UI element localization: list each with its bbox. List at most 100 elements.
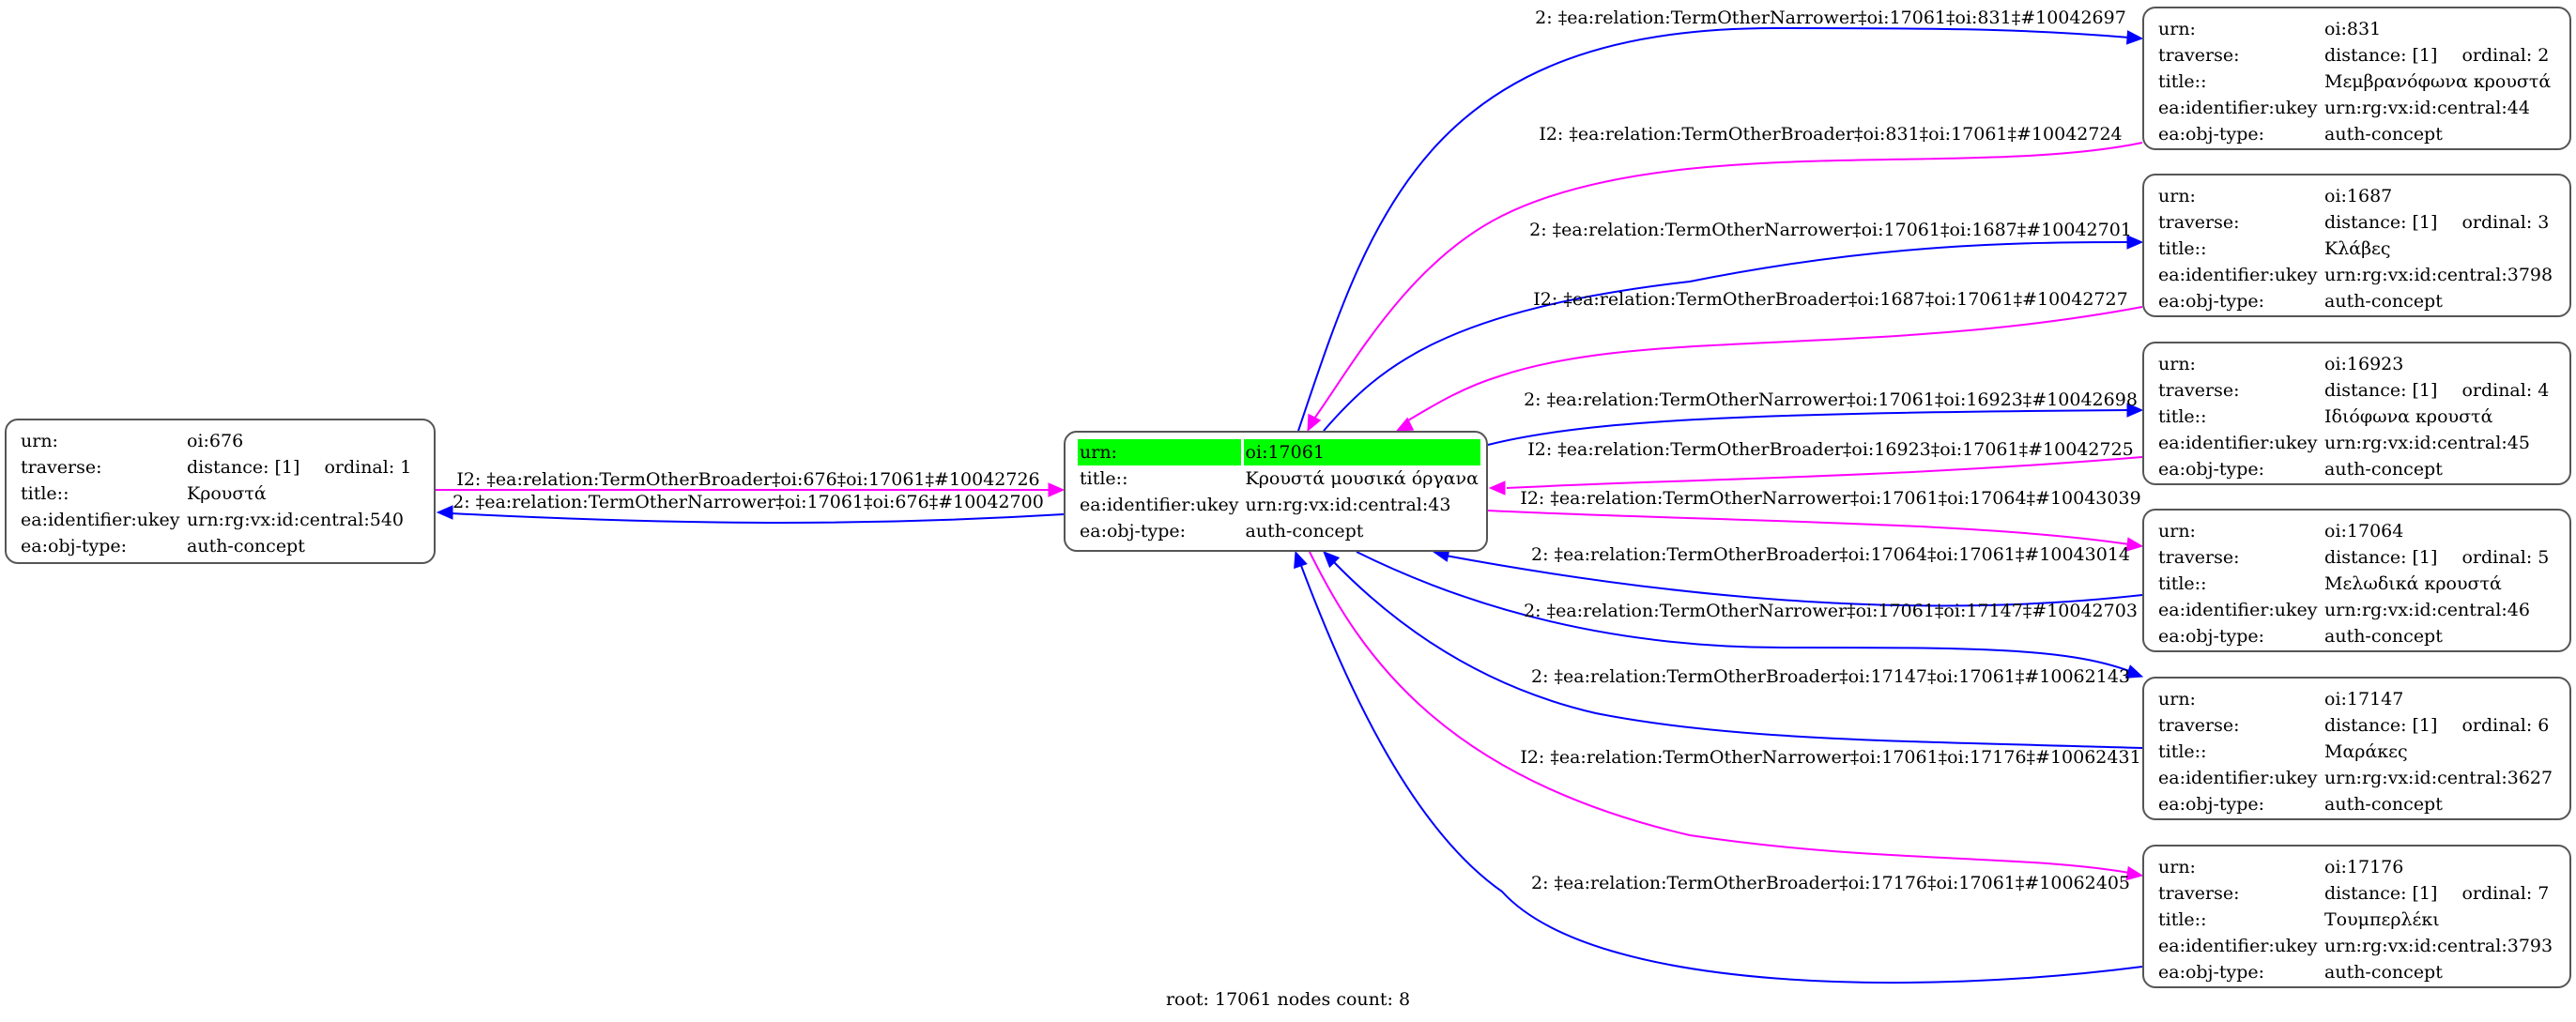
title-value: Μαράκες xyxy=(2324,741,2408,762)
urn-value: oi:676 xyxy=(187,431,244,451)
edge-label: I2: ‡ea:relation:TermOtherBroader‡oi:831… xyxy=(1539,124,2123,145)
row-key: traverse: xyxy=(2158,547,2240,568)
edge-label: I2: ‡ea:relation:TermOtherNarrower‡oi:17… xyxy=(1520,488,2141,509)
arrowhead-icon xyxy=(2124,664,2144,679)
row-key: urn: xyxy=(2158,354,2196,374)
row-key: ea:identifier:ukey xyxy=(2158,600,2318,620)
row-value: auth-concept xyxy=(1245,521,1364,542)
row-key: ea:identifier:ukey xyxy=(2158,265,2318,285)
ukey-value: urn:rg:vx:id:central:3627 xyxy=(2324,768,2553,788)
title-value: Μελωδικά κρουστά xyxy=(2324,573,2502,594)
row-key: urn: xyxy=(2158,857,2196,877)
root-urn-row: urn: oi:17061 xyxy=(1078,439,1480,465)
objtype-value: auth-concept xyxy=(2324,124,2443,145)
root-node[interactable]: urn: oi:17061 title:: Κρουστά μουσικά όρ… xyxy=(1064,431,1488,552)
ukey-value: urn:rg:vx:id:central:3793 xyxy=(2324,936,2553,956)
concept-node-676[interactable]: urn: oi:676 traverse: distance: [1] ordinal:… xyxy=(5,419,436,564)
edge-17176-to-17061 xyxy=(1299,562,2143,984)
title-value: Μεμβρανόφωνα κρουστά xyxy=(2324,71,2552,92)
edge-17064-to-17061 xyxy=(1445,555,2143,607)
traverse-value: distance: [1]ordinal: 2 xyxy=(2323,42,2553,69)
traverse-row: traverse: distance: [1]ordinal: 3 xyxy=(2156,209,2554,236)
edge-17147-to-17061 xyxy=(1332,560,2143,749)
objtype-value: auth-concept xyxy=(2324,794,2443,815)
title-row: title::Ιδιόφωνα κρουστά xyxy=(2156,404,2551,430)
urn-row: urn: oi:17176 xyxy=(2156,854,2554,880)
traverse-row: traverse: distance: [1] ordinal: 1 xyxy=(19,454,413,480)
ukey-value: urn:rg:vx:id:central:46 xyxy=(2324,600,2530,620)
row-key: title:: xyxy=(2158,406,2207,427)
row-key: urn: xyxy=(21,431,58,451)
row-key: traverse: xyxy=(21,457,102,478)
objtype-row: ea:obj-type:auth-concept xyxy=(2156,791,2554,817)
concept-node-1687[interactable]: urn:oi:1687 traverse: distance: [1]ordinal… xyxy=(2142,174,2571,317)
urn-row: urn:oi:16923 xyxy=(2156,351,2551,377)
arrowhead-icon xyxy=(2125,865,2144,881)
arrowhead-icon xyxy=(1488,480,1506,496)
row-key: urn: xyxy=(2158,689,2196,709)
urn-value: oi:17176 xyxy=(2324,857,2404,877)
objtype-value: auth-concept xyxy=(2324,962,2443,983)
title-row: title::Κρουστά xyxy=(19,480,413,507)
edge-label: 2: ‡ea:relation:TermOtherNarrower‡oi:170… xyxy=(452,492,1044,512)
arrowhead-icon xyxy=(1048,482,1066,497)
row-key: urn: xyxy=(2158,186,2196,206)
edge-label: 2: ‡ea:relation:TermOtherNarrower‡oi:170… xyxy=(1535,8,2126,28)
urn-row: urn:oi:1687 xyxy=(2156,183,2554,209)
edge-1687-to-17061 xyxy=(1407,306,2143,421)
objtype-row: ea:obj-type:auth-concept xyxy=(19,533,413,559)
traverse-value: distance: [1]ordinal: 3 xyxy=(2323,209,2554,236)
distance-value: distance: [1] xyxy=(187,457,300,478)
traverse-value: distance: [1]ordinal: 7 xyxy=(2323,880,2554,907)
edge-label: I2: ‡ea:relation:TermOtherBroader‡oi:169… xyxy=(1527,439,2134,460)
title-value: Ιδιόφωνα κρουστά xyxy=(2324,406,2493,427)
traverse-value: distance: [1]ordinal: 5 xyxy=(2323,544,2551,571)
edge-17061-to-676 xyxy=(450,512,1065,524)
row-value: Κρουστά μουσικά όργανα xyxy=(1245,468,1479,489)
row-key: ea:identifier:ukey xyxy=(1080,495,1239,515)
urn-value: oi:17147 xyxy=(2324,689,2404,709)
traverse-row: traverse: distance: [1]ordinal: 2 xyxy=(2156,42,2553,69)
objtype-row: ea:obj-type:auth-concept xyxy=(2156,456,2551,482)
arrowhead-icon xyxy=(2126,235,2144,250)
distance-value: distance: [1] xyxy=(2324,212,2438,233)
edge-label: I2: ‡ea:relation:TermOtherBroader‡oi:676… xyxy=(456,469,1040,490)
distance-value: distance: [1] xyxy=(2324,547,2438,568)
urn-value: oi:831 xyxy=(2324,19,2382,39)
objtype-row: ea:obj-type:auth-concept xyxy=(2156,288,2554,314)
row-key: ea:obj-type: xyxy=(2158,626,2265,647)
row-key: traverse: xyxy=(2158,380,2240,401)
arrowhead-icon xyxy=(2125,537,2144,552)
row-key: traverse: xyxy=(2158,45,2240,66)
edge-label: 2: ‡ea:relation:TermOtherNarrower‡oi:170… xyxy=(1529,220,2132,240)
title-value: Κλάβες xyxy=(2324,238,2391,259)
row-key: ea:obj-type: xyxy=(2158,962,2265,983)
row-key: title:: xyxy=(2158,238,2207,259)
ordinal-value: ordinal: 1 xyxy=(324,457,412,478)
edge-17061-to-831 xyxy=(1297,26,2130,432)
objtype-row: ea:obj-type:auth-concept xyxy=(2156,623,2551,649)
row-key: ea:obj-type: xyxy=(1080,521,1187,542)
title-row: title::Μαράκες xyxy=(2156,739,2554,765)
ukey-value: urn:rg:vx:id:central:45 xyxy=(2324,433,2530,453)
edge-label: 2: ‡ea:relation:TermOtherBroader‡oi:1717… xyxy=(1531,873,2130,893)
row-key: traverse: xyxy=(2158,212,2240,233)
traverse-value: distance: [1]ordinal: 6 xyxy=(2323,712,2554,739)
arrowhead-icon xyxy=(2125,30,2144,45)
row-key: ea:obj-type: xyxy=(2158,459,2265,480)
traverse-row: traverse:distance: [1]ordinal: 4 xyxy=(2156,377,2551,404)
ukey-value: urn:rg:vx:id:central:540 xyxy=(187,510,405,530)
row-value: oi:17061 xyxy=(1243,439,1480,465)
urn-row: urn: oi:17147 xyxy=(2156,686,2554,712)
ordinal-value: ordinal: 7 xyxy=(2461,883,2550,904)
